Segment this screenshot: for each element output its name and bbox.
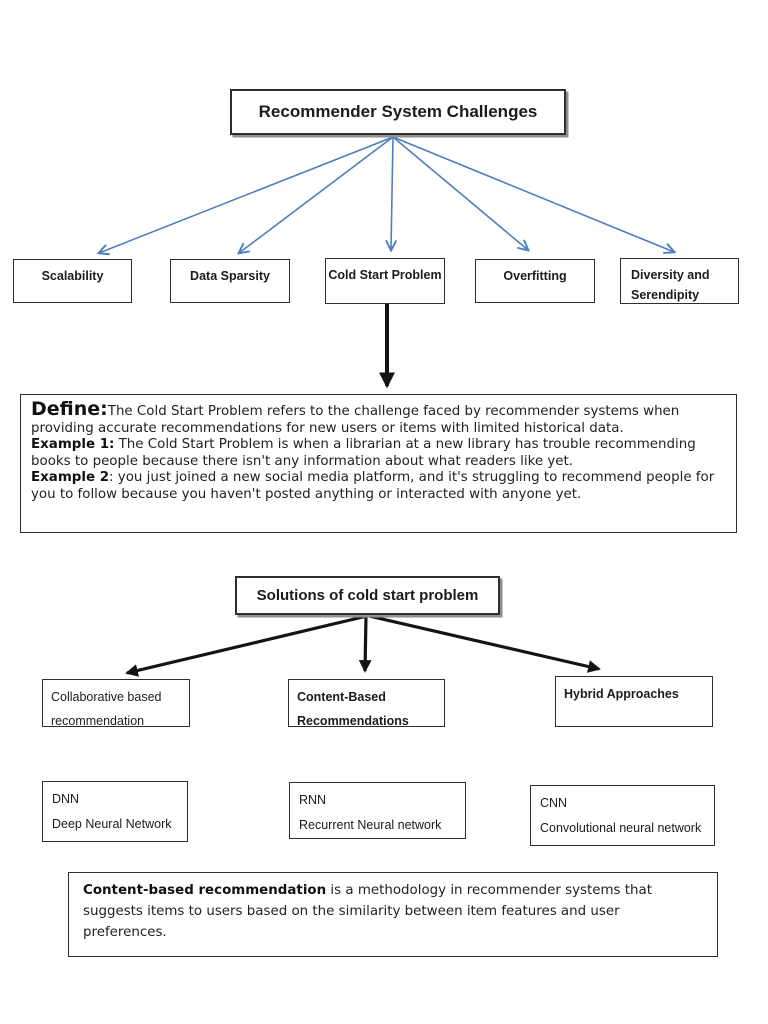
footer-note-box: Content-based recommendation is a method… — [68, 872, 718, 957]
title-box-recommender-challenges: Recommender System Challenges — [230, 89, 566, 135]
footer-text: is a methodology in recommender systems … — [83, 883, 652, 940]
approach-label: Hybrid Approaches — [564, 687, 679, 701]
challenge-label: Cold Start Problem — [328, 268, 442, 282]
challenge-box-diversity-serendipity: Diversity and Serendipity — [620, 258, 739, 304]
challenge-box-scalability: Scalability — [13, 259, 132, 303]
technique-full: Recurrent Neural network — [299, 818, 442, 832]
define-label: Define: — [31, 398, 108, 420]
footer-lead: Content-based recommendation — [83, 883, 327, 898]
approach-box-content-based: Content-Based Recommendations — [288, 679, 445, 728]
solutions-title-box: Solutions of cold start problem — [235, 576, 500, 615]
example1-label: Example 1: — [31, 437, 115, 453]
solutions-fan-connectors — [125, 614, 601, 677]
challenge-label: Data Sparsity — [190, 269, 270, 283]
approach-label: Content-Based Recommendations — [297, 690, 409, 728]
technique-box-cnn: CNN Convolutional neural network — [530, 785, 715, 846]
define-text: The Cold Start Problem refers to the cha… — [31, 404, 680, 436]
challenge-label: Overfitting — [503, 269, 567, 283]
technique-abbr: DNN — [52, 792, 80, 806]
approach-box-hybrid: Hybrid Approaches — [555, 676, 713, 727]
technique-box-rnn: RNN Recurrent Neural network — [289, 782, 466, 839]
technique-box-dnn: DNN Deep Neural Network — [42, 781, 188, 842]
diagram-title: Recommender System Challenges — [258, 102, 538, 121]
challenge-label: Diversity and Serendipity — [631, 268, 710, 302]
challenge-box-cold-start: Cold Start Problem — [325, 258, 445, 304]
example2-text: : you just joined a new social media pla… — [31, 470, 715, 502]
example2-label: Example 2 — [31, 470, 110, 486]
definition-box: Define:The Cold Start Problem refers to … — [20, 394, 737, 533]
technique-full: Deep Neural Network — [52, 817, 172, 831]
challenge-label: Scalability — [41, 269, 104, 283]
example1-text: The Cold Start Problem is when a librari… — [31, 437, 696, 469]
approach-box-collaborative: Collaborative based recommendation — [42, 679, 190, 728]
technique-full: Convolutional neural network — [540, 821, 702, 835]
approach-label: Collaborative based recommendation — [51, 690, 162, 728]
challenge-box-overfitting: Overfitting — [475, 259, 595, 303]
technique-abbr: CNN — [540, 796, 568, 810]
technique-abbr: RNN — [299, 793, 327, 807]
solutions-title: Solutions of cold start problem — [256, 587, 479, 604]
blue-fan-connectors — [99, 136, 674, 253]
challenge-box-data-sparsity: Data Sparsity — [170, 259, 290, 303]
